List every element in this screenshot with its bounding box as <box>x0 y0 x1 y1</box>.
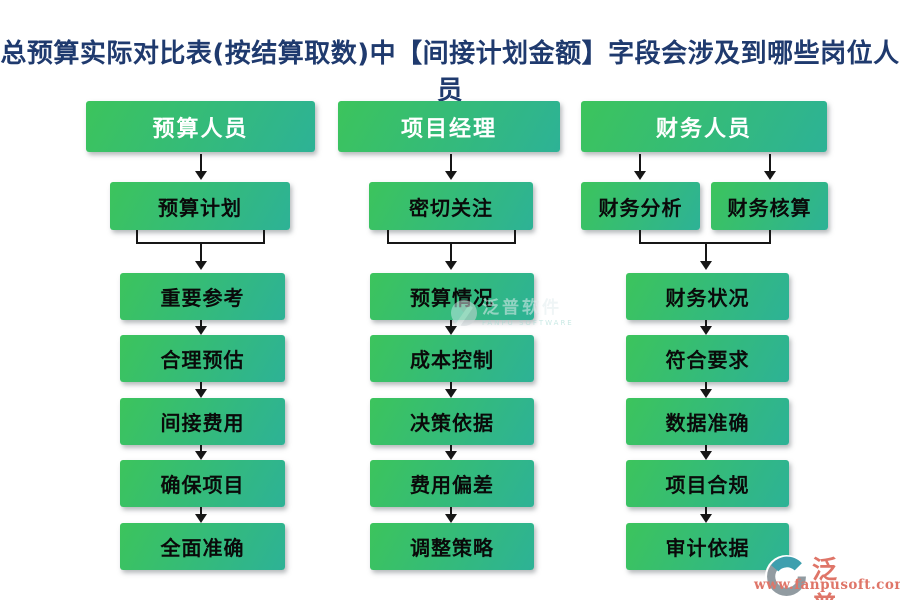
arrowhead-icon <box>445 326 457 335</box>
connector-line <box>263 230 265 243</box>
connector-line <box>769 230 771 243</box>
node-finance-analysis: 财务分析 <box>581 182 700 230</box>
node-item: 审计依据 <box>626 523 789 570</box>
node-item: 预算情况 <box>370 273 534 320</box>
connector-line <box>450 382 452 390</box>
arrowhead-icon <box>445 171 457 180</box>
arrowhead-icon <box>700 261 712 270</box>
connector-line <box>639 230 641 243</box>
node-item: 项目合规 <box>626 460 789 507</box>
page-title: 总预算实际对比表(按结算取数)中【间接计划金额】字段会涉及到哪些岗位人员 <box>0 39 900 106</box>
node-close-attention: 密切关注 <box>369 182 533 230</box>
arrowhead-icon <box>195 326 207 335</box>
connector-line <box>769 154 771 171</box>
arrowhead-icon <box>764 171 776 180</box>
node-item: 调整策略 <box>370 523 534 570</box>
node-item: 合理预估 <box>120 335 285 382</box>
connector-line <box>450 507 452 515</box>
connector-line <box>136 242 265 244</box>
fanpu-logo-text: 泛普软件 <box>812 555 839 600</box>
connector-line <box>705 382 707 390</box>
arrowhead-icon <box>700 389 712 398</box>
connector-line <box>705 320 707 327</box>
node-item: 数据准确 <box>626 398 789 445</box>
connector-line <box>639 242 771 244</box>
arrowhead-icon <box>700 514 712 523</box>
connector-line <box>705 507 707 515</box>
connector-line <box>387 242 516 244</box>
arrowhead-icon <box>445 261 457 270</box>
node-item: 符合要求 <box>626 335 789 382</box>
connector-line <box>200 507 202 515</box>
connector-line <box>639 154 641 171</box>
connector-line <box>450 244 452 261</box>
arrowhead-icon <box>700 451 712 460</box>
node-item: 成本控制 <box>370 335 534 382</box>
node-header-project-manager: 项目经理 <box>338 101 560 152</box>
fanpu-logo-icon <box>765 555 808 598</box>
connector-line <box>450 154 452 171</box>
arrowhead-icon <box>634 171 646 180</box>
node-item: 决策依据 <box>370 398 534 445</box>
arrowhead-icon <box>445 451 457 460</box>
connector-line <box>200 244 202 261</box>
node-item: 财务状况 <box>626 273 789 320</box>
connector-line <box>200 320 202 327</box>
node-item: 确保项目 <box>120 460 285 507</box>
arrowhead-icon <box>195 451 207 460</box>
arrowhead-icon <box>445 389 457 398</box>
watermark-subtext: FANPU SOFTWARE <box>482 319 574 327</box>
connector-line <box>705 244 707 261</box>
arrowhead-icon <box>700 326 712 335</box>
connector-line <box>450 445 452 452</box>
node-header-budget-staff: 预算人员 <box>86 101 315 152</box>
node-item: 重要参考 <box>120 273 285 320</box>
node-finance-accounting: 财务核算 <box>711 182 828 230</box>
arrowhead-icon <box>195 514 207 523</box>
node-item: 间接费用 <box>120 398 285 445</box>
connector-line <box>200 445 202 452</box>
node-item: 费用偏差 <box>370 460 534 507</box>
node-header-finance-staff: 财务人员 <box>581 101 827 152</box>
arrowhead-icon <box>195 389 207 398</box>
connector-line <box>387 230 389 243</box>
arrowhead-icon <box>195 171 207 180</box>
fanpu-logo-url: www.fanpusoft.com <box>754 577 900 593</box>
connector-line <box>200 382 202 390</box>
connector-line <box>705 445 707 452</box>
connector-line <box>200 154 202 171</box>
connector-line <box>514 230 516 243</box>
arrowhead-icon <box>195 261 207 270</box>
arrowhead-icon <box>445 514 457 523</box>
node-budget-plan: 预算计划 <box>110 182 290 230</box>
connector-line <box>136 230 138 243</box>
node-item: 全面准确 <box>120 523 285 570</box>
